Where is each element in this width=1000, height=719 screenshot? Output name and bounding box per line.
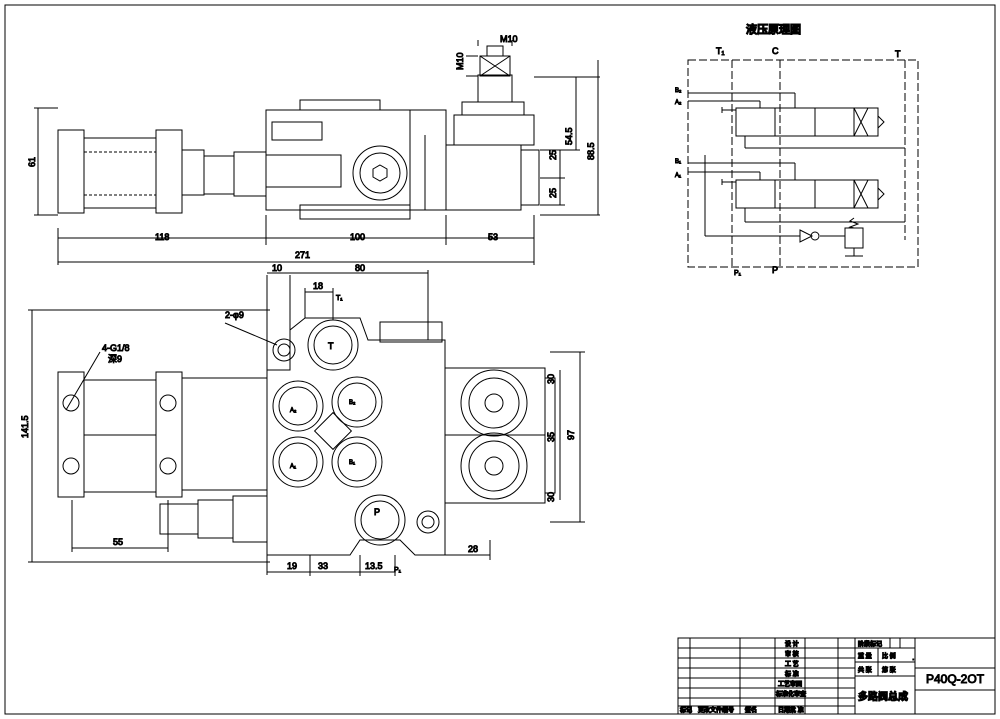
lever-shaft <box>477 74 513 103</box>
dim-thread: 4-G1/8 <box>102 343 130 353</box>
dim-55: 55 <box>113 537 123 547</box>
plan-view <box>28 270 585 576</box>
cylinder-body <box>83 137 157 209</box>
port-label-b1: B₁ <box>349 460 355 466</box>
dim-hole-2-phi9: 2-φ9 <box>225 310 244 320</box>
tb-process: 工 艺 <box>785 660 799 668</box>
tb-design: 设 计 <box>785 640 799 648</box>
spool-valve-b2 <box>735 107 855 137</box>
sheet-border <box>4 4 996 715</box>
dim-271: 271 <box>295 250 310 260</box>
mount-hole <box>159 394 177 412</box>
tb-sheets: 共 张 <box>858 666 873 674</box>
port-label-a2: A₂ <box>290 408 297 414</box>
port-label-p: P <box>374 507 380 517</box>
tb-date: 日期 <box>778 706 790 714</box>
dim-30-a: 30 <box>546 374 556 384</box>
port-label-b2: B₂ <box>349 400 356 406</box>
tb-weight: 重 量 <box>858 652 872 660</box>
dim-18: 18 <box>313 281 323 291</box>
dim-100: 100 <box>350 232 365 242</box>
schematic-port-t1: T₁ <box>716 46 725 56</box>
dim-35: 35 <box>546 432 556 442</box>
dim-141-5: 141.5 <box>20 415 30 438</box>
check-valve <box>799 229 814 243</box>
tb-ratio: 比 例 <box>882 652 896 660</box>
schematic-port-b2: B₂ <box>675 88 682 94</box>
dim-10: 10 <box>272 263 282 273</box>
port-b2 <box>331 376 383 428</box>
schematic-port-a2: A₂ <box>675 100 682 106</box>
tb-stage: 阶段标记 <box>858 640 882 648</box>
port-label-t1: T₁ <box>336 295 343 302</box>
handle-housing <box>445 144 522 211</box>
schematic-port-a1: A₁ <box>675 173 681 179</box>
dim-28: 28 <box>468 544 478 554</box>
tb-sheet-no: 第 张 <box>881 666 897 674</box>
dim-53: 53 <box>488 232 498 242</box>
hydraulic-schematic <box>687 59 919 268</box>
tb-standard: 标 准 <box>784 670 799 678</box>
tb-process-review: 工艺审图 <box>778 680 802 688</box>
title-block <box>677 637 996 715</box>
schematic-port-b1: B₁ <box>675 159 681 165</box>
tb-review: 审 核 <box>785 650 799 658</box>
dim-depth: 深9 <box>108 354 122 364</box>
dim-54-5: 54.5 <box>564 127 574 145</box>
relief-valve <box>844 227 864 249</box>
middle-flange <box>155 129 183 214</box>
mount-hole <box>159 457 177 475</box>
tb-standard-review: 标准化审查 <box>775 690 806 698</box>
front-view <box>34 40 600 265</box>
dim-25-a: 25 <box>548 150 558 160</box>
hole-2-phi9 <box>272 338 296 362</box>
dim-97: 97 <box>566 430 576 440</box>
dim-13-5: 13.5 <box>365 561 383 571</box>
dim-m10-side: M10 <box>455 52 465 70</box>
schematic-port-c: C <box>772 46 779 56</box>
schematic-title: 液压原理图 <box>746 22 801 36</box>
tb-mark: 标记 <box>679 706 692 714</box>
tb-dot: . <box>912 652 915 662</box>
dim-33: 33 <box>318 561 328 571</box>
schematic-port-t: T <box>895 49 901 59</box>
dim-61: 61 <box>27 157 37 167</box>
tb-product-name: 多路阀总成 <box>858 690 908 703</box>
mount-hole <box>62 457 80 475</box>
end-cap <box>57 129 85 214</box>
tb-model-number: P40Q-2OT <box>926 672 985 686</box>
dim-118: 118 <box>155 232 169 242</box>
schematic-port-p: P <box>772 265 778 275</box>
port-b1 <box>331 436 383 488</box>
port-circle <box>352 145 408 201</box>
mount-hole <box>62 394 80 412</box>
schematic-port-p1: P₁ <box>734 270 742 277</box>
port-a2 <box>272 380 324 432</box>
dim-m10-top: M10 <box>500 34 518 44</box>
port-label-a1: A₁ <box>290 464 296 470</box>
tb-signature: 签名 <box>744 706 757 714</box>
tb-approve: 批 准 <box>790 706 804 714</box>
port-label-t: T <box>328 341 334 351</box>
tb-change-no: 更改文件编号 <box>698 706 734 714</box>
dim-80: 80 <box>355 263 365 273</box>
spool-valve-b1 <box>735 179 855 209</box>
dim-88-5: 88.5 <box>586 142 596 160</box>
dim-25-b: 25 <box>548 188 558 198</box>
port-label-p1: P₁ <box>394 567 402 574</box>
port-a1 <box>272 436 324 488</box>
dim-19: 19 <box>287 561 297 571</box>
dim-30-b: 30 <box>546 492 556 502</box>
port-p <box>354 494 406 546</box>
